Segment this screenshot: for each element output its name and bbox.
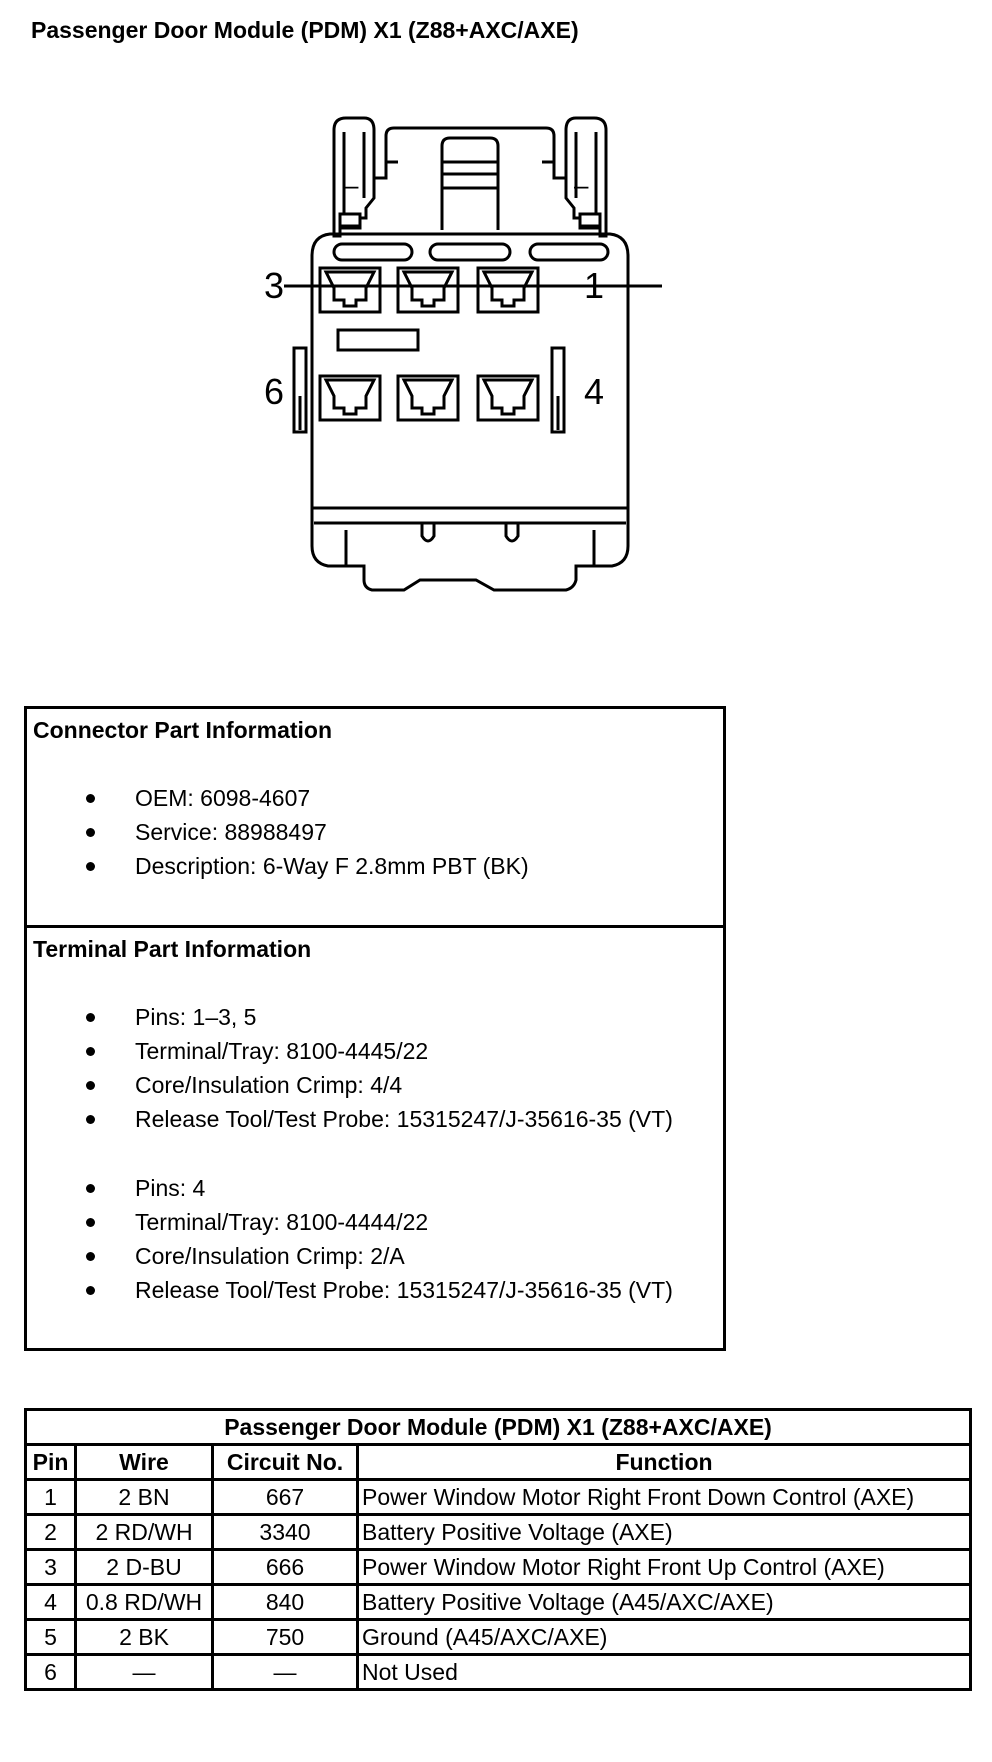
list-item: Core/Insulation Crimp: 2/A bbox=[82, 1239, 673, 1273]
cavity-pin-4 bbox=[476, 374, 540, 422]
list-item: Service: 88988497 bbox=[82, 815, 529, 849]
cell-circuit: 667 bbox=[211, 1478, 359, 1516]
table-row: 6 — — Not Used bbox=[24, 1653, 973, 1691]
cell-wire: 2 BN bbox=[74, 1478, 214, 1516]
cell-pin: 1 bbox=[24, 1478, 77, 1516]
list-item: Release Tool/Test Probe: 15315247/J-3561… bbox=[82, 1102, 673, 1136]
right-latch-foot bbox=[578, 212, 602, 230]
list-item: Description: 6-Way F 2.8mm PBT (BK) bbox=[82, 849, 529, 883]
page-title: Passenger Door Module (PDM) X1 (Z88+AXC/… bbox=[31, 17, 579, 43]
list-item: Terminal/Tray: 8100-4444/22 bbox=[82, 1205, 673, 1239]
table-row: 5 2 BK 750 Ground (A45/AXC/AXE) bbox=[24, 1618, 973, 1656]
list-item: OEM: 6098-4607 bbox=[82, 781, 529, 815]
pin-label-4: 4 bbox=[584, 371, 604, 412]
skirt-notch bbox=[504, 523, 520, 543]
cell-function: Power Window Motor Right Front Up Contro… bbox=[355, 1548, 973, 1586]
part-information-box: Connector Part Information OEM: 6098-460… bbox=[24, 706, 726, 1351]
connector-body-outline bbox=[310, 232, 630, 592]
table-header-row: Pin Wire Circuit No. Function bbox=[24, 1443, 973, 1481]
cavity-pin-3 bbox=[318, 266, 382, 314]
terminal-info-group-1: Pins: 1–3, 5 Terminal/Tray: 8100-4445/22… bbox=[82, 1000, 673, 1136]
list-item: Pins: 1–3, 5 bbox=[82, 1000, 673, 1034]
cell-pin: 6 bbox=[24, 1653, 77, 1691]
seal-slot bbox=[332, 242, 414, 262]
cell-function: Not Used bbox=[355, 1653, 973, 1691]
table-row: 4 0.8 RD/WH 840 Battery Positive Voltage… bbox=[24, 1583, 973, 1621]
cell-pin: 5 bbox=[24, 1618, 77, 1656]
cell-pin: 4 bbox=[24, 1583, 77, 1621]
cell-wire: — bbox=[74, 1653, 214, 1691]
cell-function: Battery Positive Voltage (AXE) bbox=[355, 1513, 973, 1551]
table-caption-row: Passenger Door Module (PDM) X1 (Z88+AXC/… bbox=[23, 1408, 973, 1446]
connector-face-diagram: – – 3 1 6 4 bbox=[264, 116, 662, 592]
connector-info-list: OEM: 6098-4607 Service: 88988497 Descrip… bbox=[82, 781, 529, 883]
cell-function: Battery Positive Voltage (A45/AXC/AXE) bbox=[355, 1583, 973, 1621]
cell-wire: 2 RD/WH bbox=[74, 1513, 214, 1551]
cavity-pin-2 bbox=[396, 266, 460, 314]
cell-wire: 2 D-BU bbox=[74, 1548, 214, 1586]
cell-circuit: 750 bbox=[211, 1618, 359, 1656]
terminal-info-heading: Terminal Part Information bbox=[33, 936, 312, 962]
terminal-info-group-2: Pins: 4 Terminal/Tray: 8100-4444/22 Core… bbox=[82, 1171, 673, 1307]
keying-slot bbox=[336, 328, 420, 352]
right-lock-mark: – bbox=[574, 170, 589, 200]
left-lock-mark: – bbox=[344, 170, 359, 200]
table-row: 3 2 D-BU 666 Power Window Motor Right Fr… bbox=[24, 1548, 973, 1586]
center-lock-tab bbox=[440, 136, 500, 230]
cell-function: Power Window Motor Right Front Down Cont… bbox=[355, 1478, 973, 1516]
skirt-notch bbox=[420, 523, 436, 543]
cell-pin: 2 bbox=[24, 1513, 77, 1551]
seal-slot bbox=[528, 242, 610, 262]
seal-slot bbox=[428, 242, 512, 262]
terminal-part-information: Terminal Part Information Pins: 1–3, 5 T… bbox=[27, 928, 723, 1348]
center-lock-housing bbox=[374, 126, 566, 180]
cell-circuit: 840 bbox=[211, 1583, 359, 1621]
cell-circuit: — bbox=[211, 1653, 359, 1691]
column-header-circuit: Circuit No. bbox=[211, 1443, 359, 1481]
cavity-pin-5 bbox=[396, 374, 460, 422]
pin-out-table: Passenger Door Module (PDM) X1 (Z88+AXC/… bbox=[23, 1408, 973, 1691]
table-caption: Passenger Door Module (PDM) X1 (Z88+AXC/… bbox=[23, 1408, 973, 1446]
cavity-pin-1 bbox=[476, 266, 540, 314]
cell-circuit: 3340 bbox=[211, 1513, 359, 1551]
column-header-pin: Pin bbox=[24, 1443, 77, 1481]
table-row: 1 2 BN 667 Power Window Motor Right Fron… bbox=[24, 1478, 973, 1516]
left-side-rail bbox=[292, 346, 308, 434]
pin-label-1: 1 bbox=[584, 265, 604, 306]
column-header-function: Function bbox=[355, 1443, 973, 1481]
left-latch-foot bbox=[338, 212, 362, 230]
pin-label-3: 3 bbox=[264, 265, 284, 306]
cell-wire: 2 BK bbox=[74, 1618, 214, 1656]
cell-pin: 3 bbox=[24, 1548, 77, 1586]
right-latch-arm bbox=[564, 116, 608, 238]
cavity-pin-6 bbox=[318, 374, 382, 422]
table-row: 2 2 RD/WH 3340 Battery Positive Voltage … bbox=[24, 1513, 973, 1551]
list-item: Release Tool/Test Probe: 15315247/J-3561… bbox=[82, 1273, 673, 1307]
list-item: Core/Insulation Crimp: 4/4 bbox=[82, 1068, 673, 1102]
connector-part-information: Connector Part Information OEM: 6098-460… bbox=[27, 709, 723, 928]
list-item: Pins: 4 bbox=[82, 1171, 673, 1205]
cell-wire: 0.8 RD/WH bbox=[74, 1583, 214, 1621]
connector-info-heading: Connector Part Information bbox=[33, 717, 333, 743]
pin-label-6: 6 bbox=[264, 371, 284, 412]
cell-function: Ground (A45/AXC/AXE) bbox=[355, 1618, 973, 1656]
column-header-wire: Wire bbox=[74, 1443, 214, 1481]
cell-circuit: 666 bbox=[211, 1548, 359, 1586]
list-item: Terminal/Tray: 8100-4445/22 bbox=[82, 1034, 673, 1068]
right-side-rail bbox=[550, 346, 566, 434]
left-latch-arm bbox=[332, 116, 376, 238]
